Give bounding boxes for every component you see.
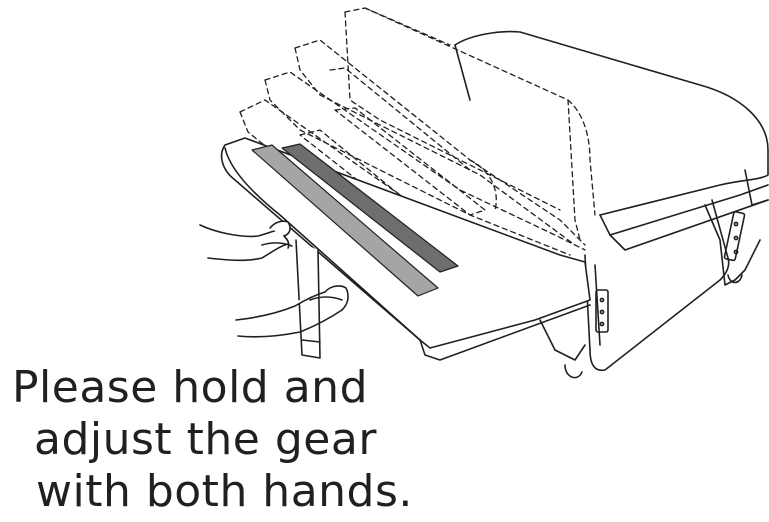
caption-line-3: with both hands.	[12, 466, 412, 518]
hand-icon	[200, 221, 292, 260]
instruction-caption: Please hold and adjust the gear with bot…	[12, 362, 412, 518]
caption-line-2: adjust the gear	[12, 414, 412, 466]
hand-icon	[236, 286, 348, 337]
caption-line-1: Please hold and	[12, 362, 412, 414]
